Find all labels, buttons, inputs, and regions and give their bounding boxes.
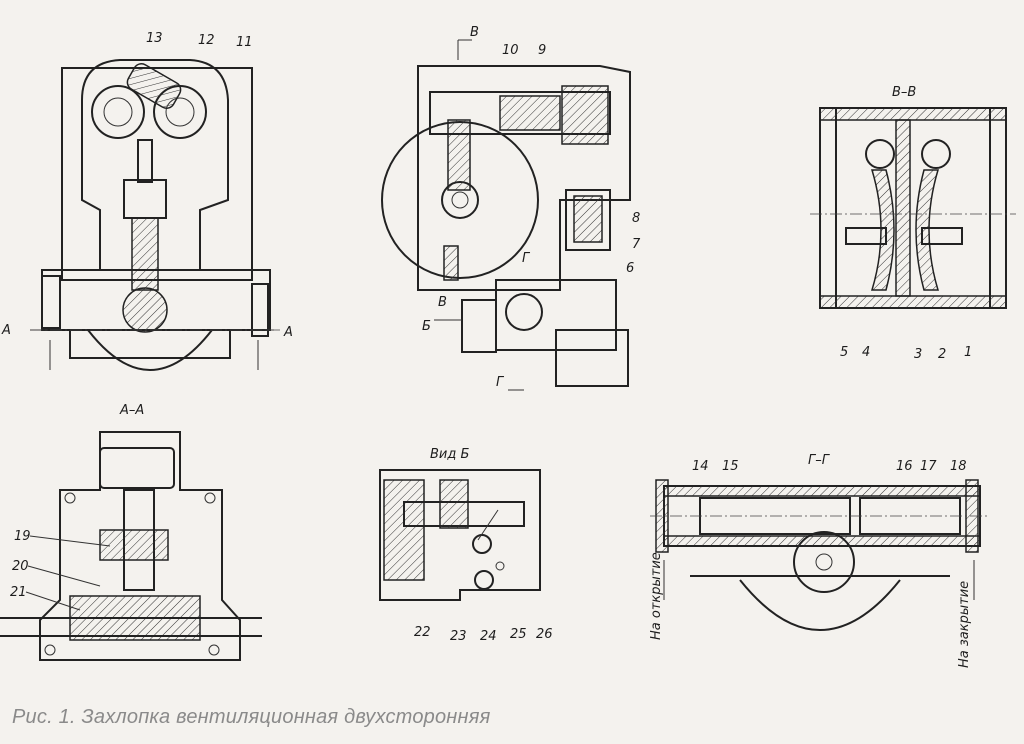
direction-close-label: На закрытие (957, 581, 972, 668)
position-17: 17 (920, 459, 937, 474)
position-12: 12 (198, 33, 215, 48)
position-5: 5 (840, 345, 848, 360)
mark-v-bottom: В (438, 295, 447, 310)
section-g-g-title: Г–Г (808, 453, 831, 468)
side-view (381, 39, 631, 391)
position-1: 1 (964, 345, 972, 360)
position-21: 21 (10, 585, 27, 600)
position-18: 18 (950, 459, 967, 474)
position-8: 8 (632, 211, 640, 226)
mark-v-top: В (470, 25, 479, 40)
position-13: 13 (146, 31, 163, 46)
position-22: 22 (414, 625, 431, 640)
position-16: 16 (896, 459, 913, 474)
mark-b-arrow: Б (422, 319, 431, 334)
position-15: 15 (722, 459, 739, 474)
position-20: 20 (12, 559, 29, 574)
view-b (379, 469, 541, 601)
direction-open-label: На открытие (649, 552, 664, 640)
mark-g-bottom: Г (496, 375, 505, 390)
position-2: 2 (938, 347, 946, 362)
mark-a-right: А (283, 325, 293, 340)
mark-g-mid: Г (522, 251, 531, 266)
position-19: 19 (14, 529, 31, 544)
section-v-v (810, 107, 1016, 309)
position-25: 25 (510, 627, 527, 642)
position-26: 26 (536, 627, 553, 642)
section-a-a-title: А–А (119, 403, 144, 418)
position-9: 9 (538, 43, 546, 58)
position-10: 10 (502, 43, 519, 58)
mark-a-left: А (1, 323, 11, 338)
position-11: 11 (236, 35, 253, 50)
position-14: 14 (692, 459, 709, 474)
figure-caption: Рис. 1. Захлопка вентиляционная двухстор… (12, 706, 491, 728)
section-g-g (650, 479, 990, 631)
position-3: 3 (914, 347, 922, 362)
section-a-a (0, 431, 262, 661)
position-4: 4 (862, 345, 870, 360)
front-view (30, 59, 280, 371)
section-v-v-title: В–В (892, 85, 916, 100)
position-6: 6 (626, 261, 634, 276)
position-23: 23 (450, 629, 467, 644)
position-24: 24 (480, 629, 497, 644)
position-7: 7 (632, 237, 641, 252)
view-b-title: Вид Б (430, 447, 469, 462)
